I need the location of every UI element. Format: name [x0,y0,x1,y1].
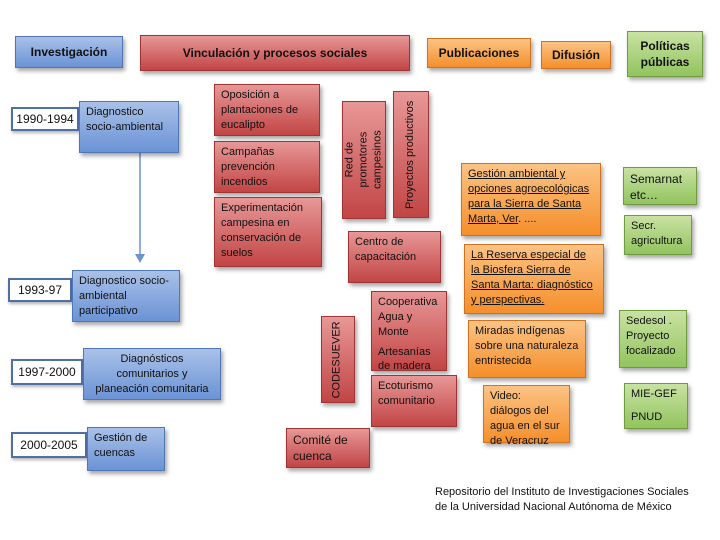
header-difusion: Difusión [541,41,611,69]
year-label-2000-2005: 2000-2005 [11,432,87,458]
proyectos-productivos-box: Proyectos productivos [393,91,429,218]
credit-line-1: Repositorio del Instituto de Investigaci… [435,486,689,498]
publication-reserva-title[interactable]: La Reserva especial de la Biosfera Sierr… [471,249,593,306]
codesuever-box: CODESUEVER [321,316,355,403]
header-investigacion: Investigación [15,36,123,68]
research-item-diagnostico-participativo: Diagnostico socio-ambiental participativ… [72,270,180,322]
policy-mie-gef-pnud: MIE-GEF PNUD [624,383,688,429]
codesuever-label: CODESUEVER [331,320,344,399]
centro-capacitacion-box: Centro de capacitación [348,231,441,283]
artesanias-label: Artesanías de madera [378,345,431,373]
publication-gestion-title[interactable]: Gestión ambiental y opciones agroecológi… [468,168,590,225]
oposicion-eucalipto-box: Oposición a plantaciones de eucalipto [214,84,320,136]
campanas-incendios-box: Campañas prevención incendios [214,141,320,193]
cooperativa-label: Cooperativa Agua y Monte [378,296,438,338]
experimentacion-campesina-box: Experimentación campesina en conservació… [214,197,322,267]
policy-sedesol: Sedesol . Proyecto focalizado [619,310,687,368]
research-item-gestion-cuencas: Gestión de cuencas [87,427,165,471]
video-dialogos-agua: Video: diálogos del agua en el sur de Ve… [483,385,570,447]
research-item-diagnosticos-comunitarios: Diagnósticos comunitarios y planeación c… [83,348,221,400]
publication-miradas: Miradas indígenas sobre una naturaleza e… [468,320,586,378]
repository-credit: Repositorio del Instituto de Investigaci… [435,485,689,515]
publication-gestion-suffix: . .... [518,212,537,225]
year-label-1997-2000: 1997-2000 [11,359,83,385]
publication-reserva: La Reserva especial de la Biosfera Sierr… [464,244,604,314]
year-label-1993-97: 1993-97 [8,278,72,302]
policy-semarnat: Semarnat etc… [623,167,697,205]
ecoturismo-box: Ecoturismo comunitario [371,375,457,427]
publication-gestion-ambiental: Gestión ambiental y opciones agroecológi… [461,163,601,236]
policy-pnud: PNUD [631,410,663,423]
research-item-diagnostico: Diagnostico socio-ambiental [79,101,179,153]
red-promotores-label: Red de promotores campesinos [343,130,383,190]
red-promotores-box: Red de promotores campesinos [342,101,386,219]
year-label-1990-1994: 1990-1994 [11,107,79,131]
policy-secr-agricultura: Secr. agricultura [624,215,692,255]
cooperativa-box: Cooperativa Agua y Monte Artesanías de m… [371,291,447,372]
policy-mie-gef: MIE-GEF [631,388,677,400]
proyectos-productivos-label: Proyectos productivos [404,100,417,209]
header-publicaciones: Publicaciones [427,38,531,68]
comite-cuenca-box: Comité de cuenca [286,428,370,468]
header-vinculacion: Vinculación y procesos sociales [140,35,410,71]
header-politicas: Políticas públicas [627,31,703,77]
credit-line-2: de la Universidad Nacional Autónoma de M… [435,500,672,513]
